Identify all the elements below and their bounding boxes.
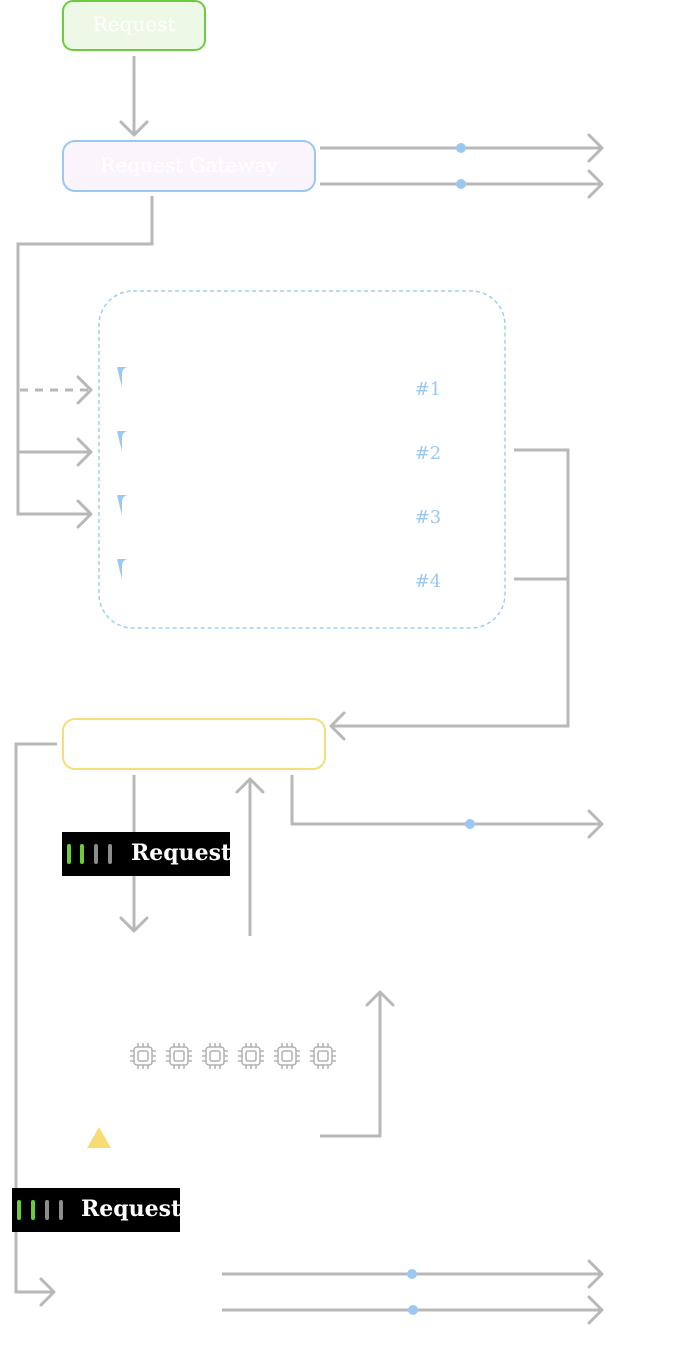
chip-icon bbox=[310, 1043, 336, 1069]
edge-bottom-out-1 bbox=[222, 1259, 604, 1289]
gateway-node[interactable]: Request Gateway bbox=[62, 140, 316, 192]
replica-icon bbox=[117, 559, 129, 580]
edges bbox=[14, 56, 604, 1325]
gateway-node-label: Request Gateway bbox=[100, 153, 278, 177]
request-badge-label: Request bbox=[131, 840, 232, 866]
warning-icon bbox=[87, 1127, 111, 1148]
edge-warning-up bbox=[320, 990, 395, 1138]
cluster-item-1[interactable]: #1 bbox=[117, 367, 441, 400]
chip-icon bbox=[238, 1043, 264, 1069]
cluster-item-label: #2 bbox=[415, 443, 442, 464]
cluster-item-label: #3 bbox=[415, 507, 442, 528]
router-node[interactable] bbox=[62, 718, 326, 770]
replica-icon bbox=[117, 495, 129, 516]
chip-icon bbox=[274, 1043, 300, 1069]
chip-icon-row bbox=[130, 1043, 336, 1069]
edge-cluster-to-router bbox=[329, 448, 570, 741]
edge-gateway-out-2 bbox=[320, 169, 604, 199]
edge-dot bbox=[465, 819, 475, 829]
edge-bottom-out-2 bbox=[222, 1295, 604, 1325]
edge-router-up bbox=[235, 777, 265, 936]
edge-gateway-out-1 bbox=[320, 133, 604, 163]
chip-icon bbox=[130, 1043, 156, 1069]
cluster-item-2[interactable]: #2 bbox=[117, 431, 441, 464]
replica-icon bbox=[117, 367, 129, 388]
edge-dot bbox=[456, 179, 466, 189]
edge-dot bbox=[407, 1269, 417, 1279]
edge-dot bbox=[456, 143, 466, 153]
edge-dot bbox=[408, 1305, 418, 1315]
chip-icon bbox=[166, 1043, 192, 1069]
cluster-group bbox=[98, 290, 506, 629]
request-badge-top[interactable]: Request bbox=[62, 832, 232, 876]
edge-gateway-to-cluster bbox=[16, 196, 154, 529]
replica-icon bbox=[117, 431, 129, 452]
cluster-item-4[interactable]: #4 bbox=[117, 559, 441, 592]
cluster-item-label: #4 bbox=[415, 571, 442, 592]
edge-router-out bbox=[290, 775, 604, 839]
chip-icon bbox=[202, 1043, 228, 1069]
request-node-label: Request bbox=[93, 12, 176, 36]
request-node[interactable]: Request bbox=[62, 0, 206, 51]
edge-request-to-gateway bbox=[119, 56, 149, 137]
request-badge-bottom[interactable]: Request bbox=[12, 1188, 182, 1232]
edge-router-left-down bbox=[14, 742, 57, 1307]
cluster-item-3[interactable]: #3 bbox=[117, 495, 441, 528]
request-badge-label: Request bbox=[81, 1196, 182, 1222]
cluster-item-label: #1 bbox=[415, 379, 442, 400]
